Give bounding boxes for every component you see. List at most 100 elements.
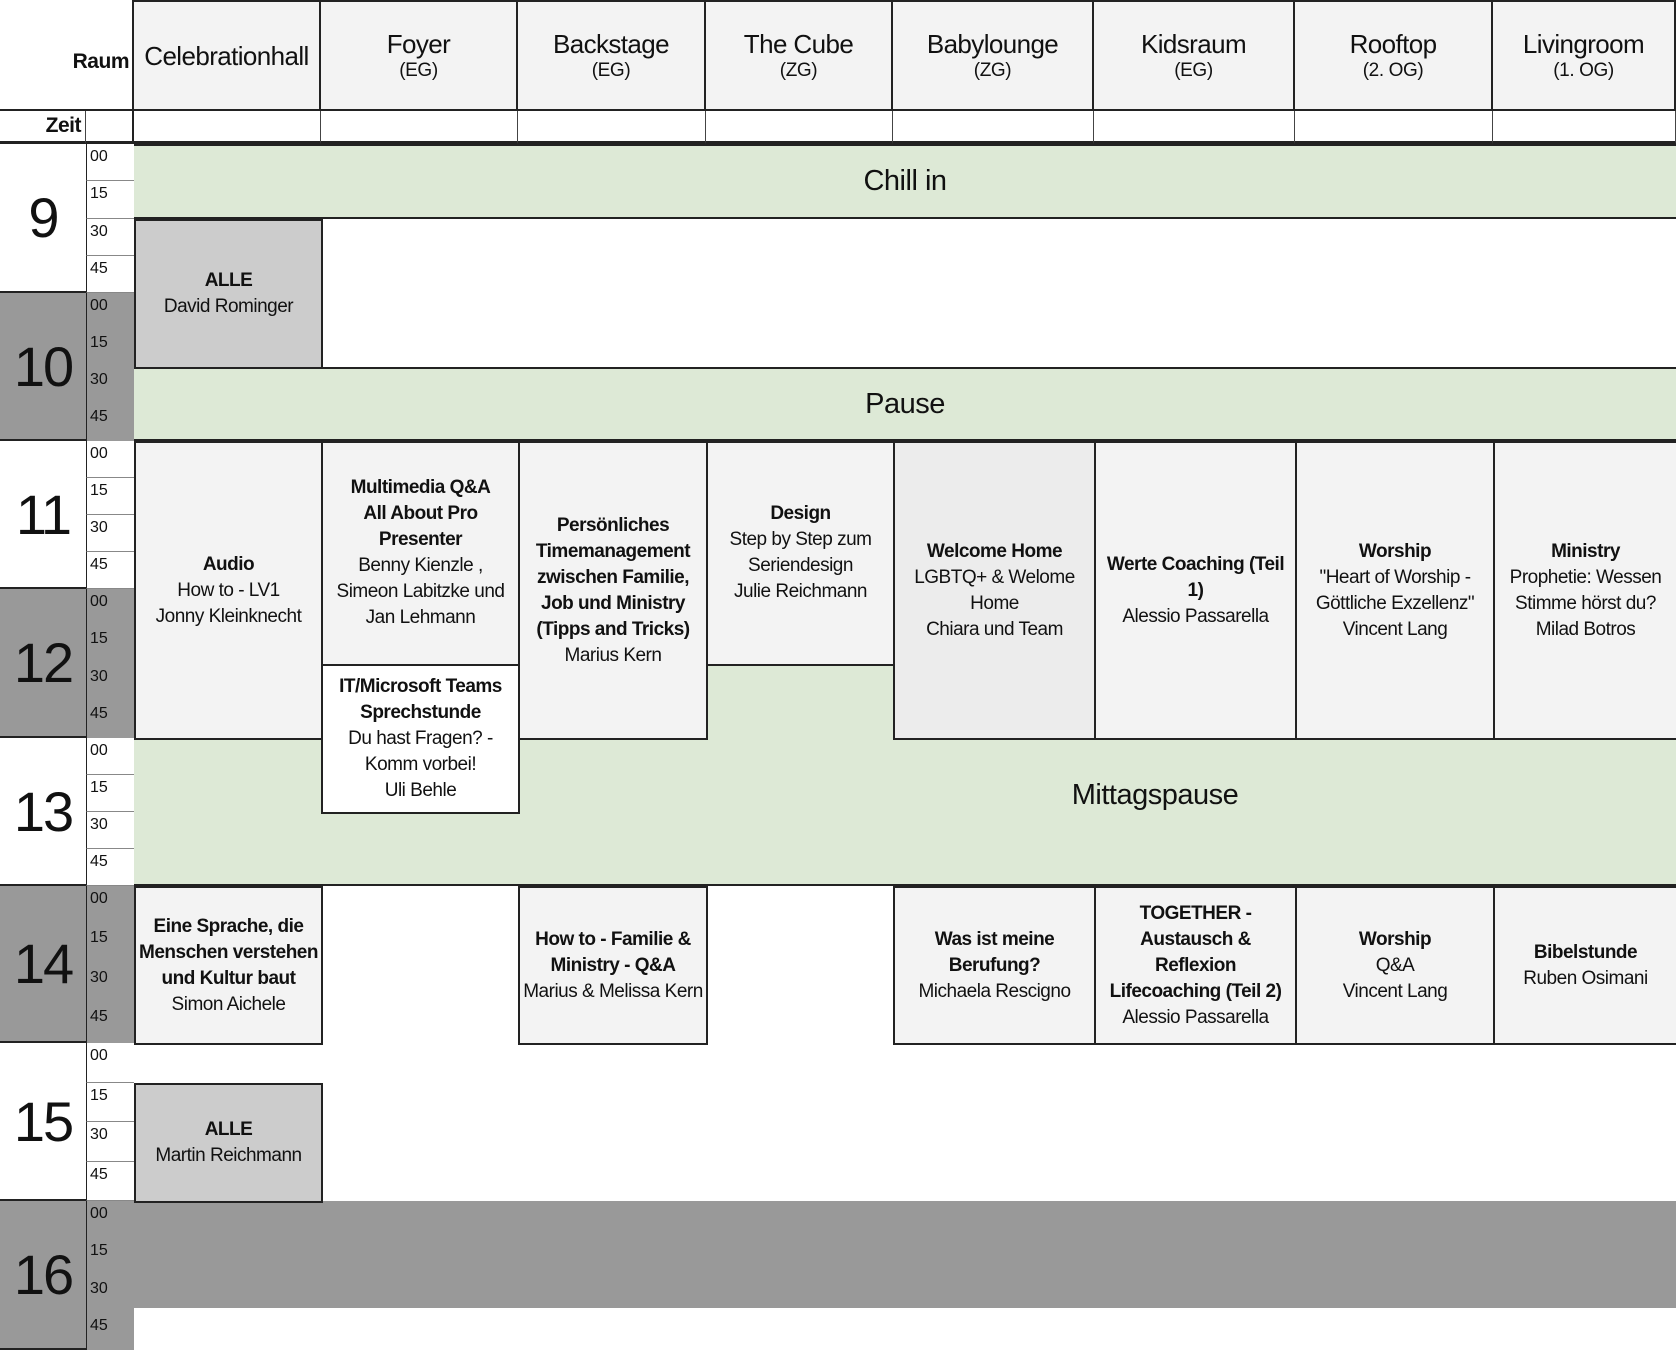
hour-label: 9 [0,144,86,293]
minute-label: 30 [86,663,134,701]
session-title: TOGETHER - Austausch & Reflexion Lifecoa… [1109,902,1282,1002]
room-header: Rooftop(2. OG) [1295,0,1493,111]
session-detail: Jonny Kleinknecht [155,605,302,627]
minute-label: 30 [86,515,134,552]
time-label-spacer [86,111,134,144]
minute-text: 15 [90,185,108,203]
hour-label: 12 [0,589,86,738]
hour-number: 13 [13,779,74,843]
room-time-cell [1493,111,1676,144]
session-detail: Michaela Rescigno [918,980,1071,1002]
session-title: Bibelstunde [1533,941,1638,963]
room-label-cell: Raum [0,0,134,111]
minute-text: 45 [90,704,108,722]
room-floor: (1. OG) [1553,59,1614,81]
minute-text: 15 [90,1086,108,1104]
room-floor: (EG) [591,59,631,81]
session-card[interactable]: Worship"Heart of Worship - Göttliche Exz… [1295,441,1495,740]
room-header: Celebrationhall [134,0,321,111]
room-floor: (ZG) [973,59,1012,81]
room-floor: (2. OG) [1362,59,1424,81]
minute-text: 30 [90,816,108,833]
minute-label: 15 [86,1082,134,1122]
session-title: Worship [1358,540,1432,562]
break-label: Pause [865,387,945,420]
minute-label: 00 [86,1201,134,1239]
session-detail: Benny Kienzle , Simeon Labitzke und Jan … [336,555,505,629]
minute-text: 15 [90,334,108,351]
minute-label: 30 [86,812,134,849]
session-detail: Ruben Osimani [1523,967,1648,989]
minute-text: 30 [90,1126,108,1143]
session-detail: David Rominger [163,295,294,317]
hour-number: 9 [28,186,59,249]
session-card[interactable]: Werte Coaching (Teil 1)Alessio Passarell… [1094,441,1297,740]
minute-text: 15 [90,630,108,648]
session-card[interactable]: ALLE David Rominger [134,218,323,369]
session-detail: Martin Reichmann [155,1144,302,1166]
session-detail: Uli Behle [384,779,457,801]
session-title: ALLE [204,269,253,291]
session-detail: Prophetie: Wessen Stimme hörst du? [1509,566,1662,614]
session-title: Multimedia Q&A [350,477,491,499]
minute-label: 15 [86,330,134,367]
minute-text: 00 [90,890,108,907]
minute-text: 45 [90,1165,108,1183]
session-card[interactable]: Persönliches Timemanagement zwischen Fam… [518,441,708,740]
minute-label: 45 [86,552,134,589]
session-card[interactable]: Eine Sprache, die Menschen verstehen und… [134,886,323,1045]
closing-block [134,1201,1676,1308]
minute-label: 30 [86,964,134,1004]
room-name: Livingroom [1522,28,1645,59]
minute-label: 00 [86,1043,134,1083]
session-title: Audio [202,553,255,575]
hour-number: 16 [13,1243,74,1306]
session-card[interactable]: Was ist meine Berufung?Michaela Rescigno [893,886,1096,1045]
session-detail: Q&A [1375,954,1415,976]
session-card[interactable]: TOGETHER - Austausch & Reflexion Lifecoa… [1094,886,1297,1045]
session-detail: Julie Reichmann [734,581,867,603]
session-title: Werte Coaching (Teil 1) [1106,553,1285,601]
time-label-cell: Zeit [0,111,86,144]
room-name: Kidsraum [1140,28,1247,59]
minute-text: 30 [90,222,108,240]
minute-label: 15 [86,1238,134,1276]
minute-text: 00 [90,148,108,165]
session-title: All About Pro Presenter [363,503,478,551]
minute-text: 30 [90,1279,108,1297]
session-detail: Vincent Lang [1342,618,1448,640]
room-floor: (EG) [399,59,438,81]
minute-text: 15 [90,1242,108,1260]
room-header: Babylounge(ZG) [893,0,1094,111]
minute-text: 00 [90,445,108,462]
minute-text: 00 [90,742,108,759]
minute-label: 45 [86,255,134,293]
minute-label: 15 [86,478,134,515]
minute-label: 00 [86,293,134,330]
room-time-cell [893,111,1094,144]
minute-label: 15 [86,775,134,812]
minute-text: 00 [90,1205,108,1222]
room-header: Kidsraum(EG) [1094,0,1295,111]
session-detail: Alessio Passarella [1122,1006,1269,1028]
room-floor: (EG) [1174,59,1213,81]
session-title: Persönliches Timemanagement zwischen Fam… [535,514,691,640]
minute-text: 15 [90,482,108,499]
hour-label: 10 [0,293,86,441]
room-name: Backstage [552,28,670,59]
break-label: Chill in [863,164,947,197]
hour-label: 14 [0,886,86,1043]
room-header: The Cube(ZG) [706,0,893,111]
session-detail: Milad Botros [1535,618,1636,640]
minute-text: 30 [90,519,108,536]
